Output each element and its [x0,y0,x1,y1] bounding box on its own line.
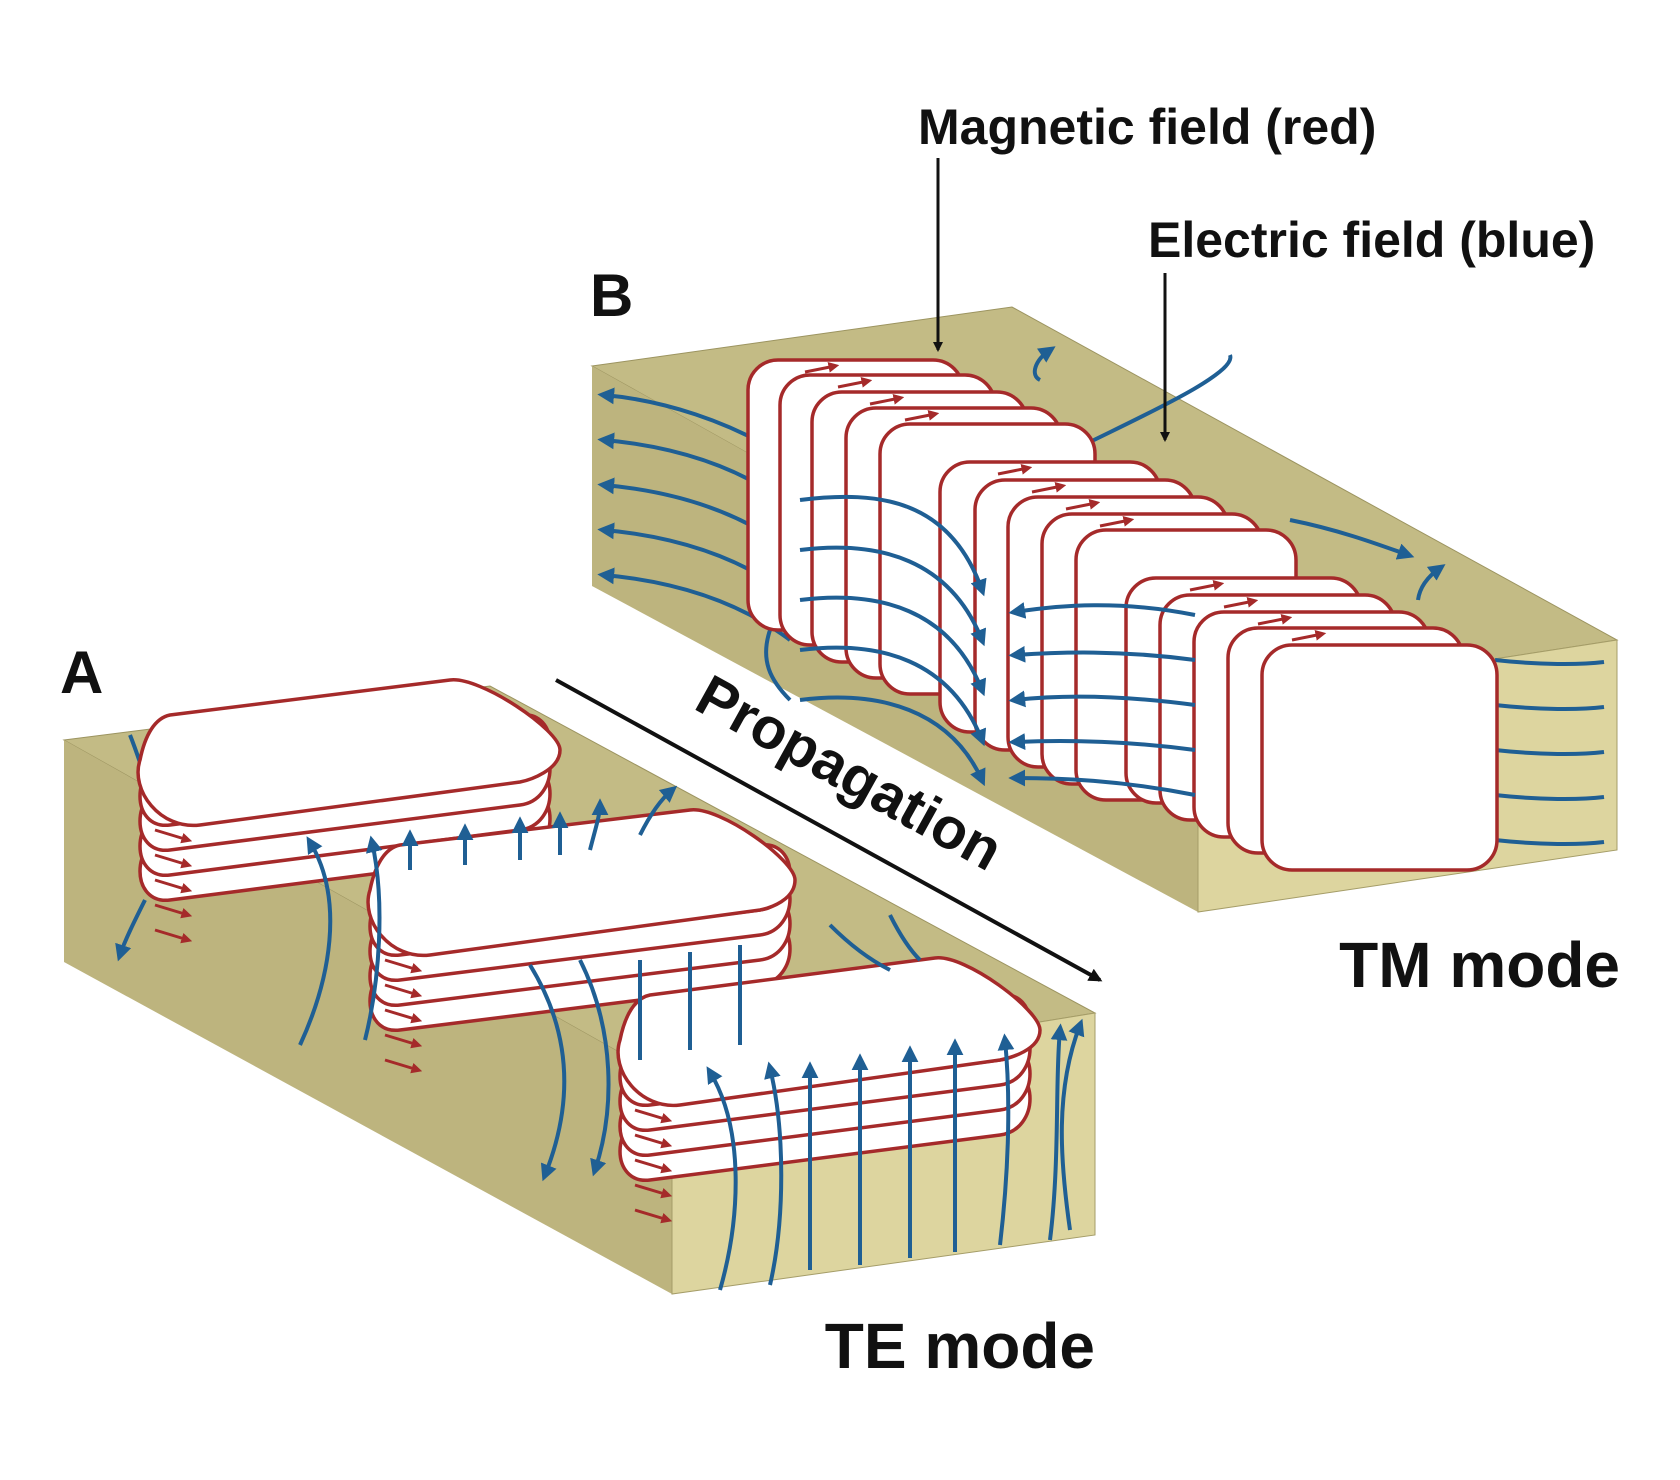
te-mode-label: TE mode [825,1310,1095,1382]
tm-electric-field-lines-center [799,346,1446,797]
propagation-arrow [555,678,1103,982]
te-magnetic-loops-stack-1 [136,678,562,902]
electric-field-label: Electric field (blue) [1148,212,1595,268]
te-waveguide [62,678,1097,1295]
tm-waveguide [590,306,1619,913]
te-electric-field-lines [115,785,1085,1291]
tm-electric-field-lines-end [1494,658,1605,847]
te-magnetic-arrows [154,828,673,1224]
tm-magnetic-arrows [804,361,1327,642]
te-magnetic-loops-stack-2 [366,808,797,1032]
tm-mode-label: TM mode [1339,929,1620,1001]
magnetic-field-label: Magnetic field (red) [918,99,1376,155]
te-magnetic-loops-stack-3 [616,956,1042,1182]
panel-b-label: B [590,262,633,329]
panel-a-label: A [60,639,103,706]
